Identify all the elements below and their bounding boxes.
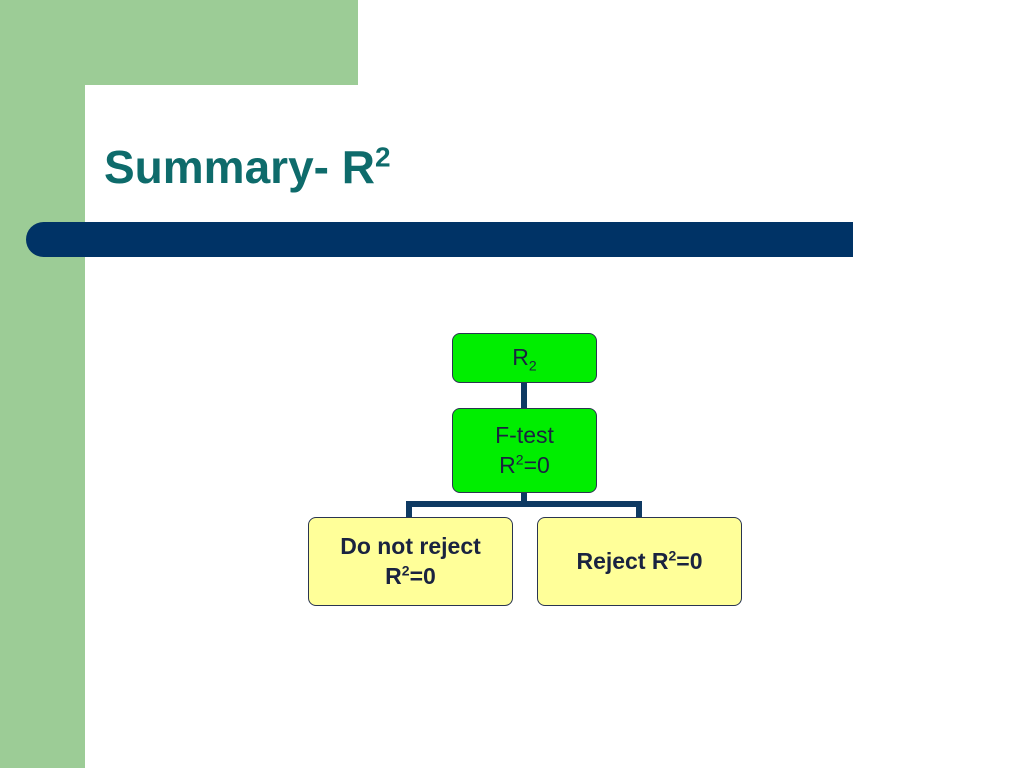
- node-do-not-reject-base: R: [385, 562, 402, 589]
- content-corner: [85, 85, 145, 145]
- node-f-test-line2: R2=0: [499, 451, 550, 481]
- node-reject: Reject R2=0: [537, 517, 742, 606]
- slide-title-text: Summary- R: [104, 141, 375, 193]
- node-do-not-reject-line2: R2=0: [385, 562, 436, 592]
- slide-title: Summary- R2: [104, 140, 391, 195]
- node-do-not-reject-superscript: 2: [401, 561, 410, 578]
- connector-horizontal: [406, 501, 642, 507]
- node-f-test: F-test R2=0: [452, 408, 597, 493]
- node-f-test-superscript: 2: [515, 450, 524, 467]
- node-reject-base: Reject R: [576, 547, 669, 574]
- node-reject-label: Reject R2=0: [576, 547, 702, 577]
- slide-title-superscript: 2: [374, 141, 391, 173]
- node-r2: R2: [452, 333, 597, 383]
- connector-root-to-ftest: [521, 383, 527, 409]
- connector-to-reject: [636, 501, 642, 517]
- node-reject-rest: =0: [676, 547, 703, 574]
- node-r2-label: R2: [512, 343, 536, 373]
- connector-to-do-not-reject: [406, 501, 412, 517]
- left-accent-strip: [0, 0, 85, 768]
- node-r2-base: R: [512, 344, 529, 371]
- connector-ftest-down: [521, 492, 527, 504]
- node-do-not-reject: Do not reject R2=0: [308, 517, 513, 606]
- node-do-not-reject-rest: =0: [409, 562, 436, 589]
- node-f-test-base: R: [499, 451, 516, 478]
- node-reject-superscript: 2: [668, 546, 677, 563]
- node-do-not-reject-line1: Do not reject: [340, 532, 481, 559]
- title-underline-bar: [26, 222, 853, 257]
- node-f-test-line1: F-test: [495, 421, 554, 448]
- top-accent-band: [85, 0, 358, 85]
- node-f-test-rest: =0: [523, 451, 550, 478]
- node-r2-subscript: 2: [528, 357, 537, 374]
